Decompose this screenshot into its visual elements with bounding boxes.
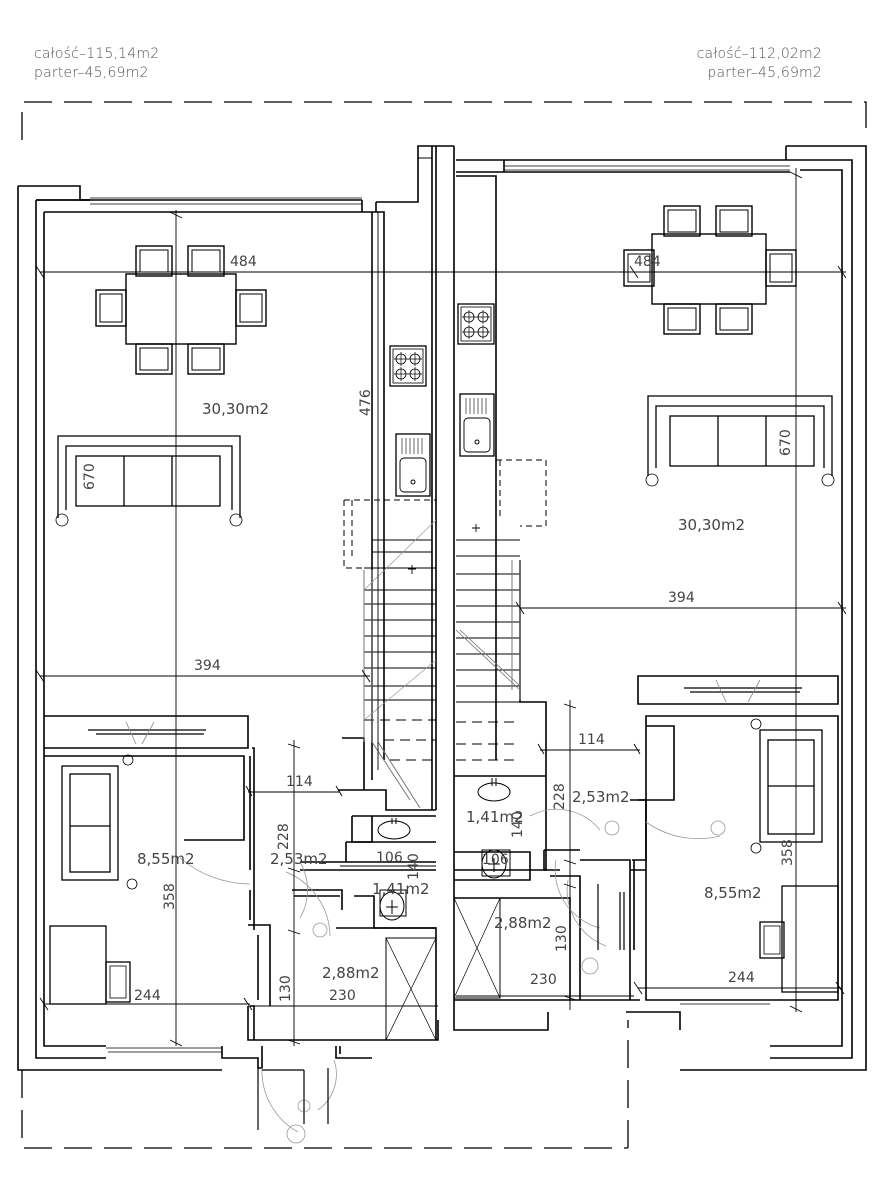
right-sink-icon — [459, 393, 495, 457]
right-total-area: całość–112,02m2 — [696, 46, 822, 62]
left-stairs — [343, 499, 437, 809]
header-right: całość–112,02m2 parter–45,69m2 — [697, 45, 822, 83]
left-dining-table — [95, 245, 267, 375]
left-dim-114: 114 — [286, 774, 313, 790]
left-sofa — [55, 435, 243, 527]
left-total-area: całość–115,14m2 — [34, 46, 160, 62]
left-labels: 30,30m2 8,55m2 2,53m2 1,41m2 2,88m2 484 … — [82, 254, 430, 1004]
left-dim-670: 670 — [82, 463, 98, 490]
left-entry-area-label: 2,88m2 — [322, 964, 380, 982]
left-sink-icon — [395, 433, 431, 497]
right-ground-area: parter–45,69m2 — [707, 65, 822, 81]
left-dim-228: 228 — [276, 823, 292, 850]
right-entry-area-label: 2,88m2 — [494, 914, 552, 932]
left-dim-394: 394 — [194, 658, 221, 674]
left-unit-walls — [17, 145, 454, 1071]
right-hob-icon — [457, 303, 495, 345]
left-living-area-label: 30,30m2 — [202, 400, 269, 418]
right-room-area-label: 8,55m2 — [704, 884, 762, 902]
right-hall-area-label: 2,53m2 — [572, 788, 630, 806]
left-wc-area-label: 1,41m2 — [372, 880, 430, 898]
right-dim-140: 140 — [510, 811, 526, 838]
left-dim-230: 230 — [329, 988, 356, 1004]
right-dim-130: 130 — [554, 925, 570, 952]
right-dim-670: 670 — [778, 429, 794, 456]
dimension-lines — [35, 168, 847, 1047]
site-boundary — [21, 101, 867, 1149]
left-wc-fixtures — [377, 818, 411, 921]
right-stairs — [455, 459, 547, 761]
right-dim-244: 244 — [728, 970, 755, 986]
right-dim-228: 228 — [552, 783, 568, 810]
left-dim-476: 476 — [358, 389, 374, 416]
right-wc-area-label: 1,41m2 — [466, 808, 524, 826]
right-sofa — [645, 395, 835, 487]
left-ground-area: parter–45,69m2 — [34, 65, 149, 81]
right-labels: 30,30m2 8,55m2 2,53m2 1,41m2 2,88m2 484 … — [466, 254, 796, 988]
right-dim-394: 394 — [668, 590, 695, 606]
right-bedroom-furniture — [684, 679, 839, 993]
left-door-leaves — [106, 1047, 329, 1130]
left-hall-area-label: 2,53m2 — [270, 850, 328, 868]
left-dim-140: 140 — [406, 853, 422, 880]
left-hob-icon — [389, 345, 427, 387]
left-dim-484: 484 — [230, 254, 257, 270]
right-dim-484: 484 — [634, 254, 661, 270]
left-dim-106: 106 — [376, 850, 403, 866]
left-dim-244: 244 — [134, 988, 161, 1004]
left-dim-130: 130 — [278, 975, 294, 1002]
left-dim-358: 358 — [162, 883, 178, 910]
right-dining-table — [623, 205, 797, 335]
right-wc-fixtures — [477, 778, 511, 879]
right-living-area-label: 30,30m2 — [678, 516, 745, 534]
right-dim-114: 114 — [578, 732, 605, 748]
right-dim-230: 230 — [530, 972, 557, 988]
right-dim-106: 106 — [482, 852, 509, 868]
header-left: całość–115,14m2 parter–45,69m2 — [34, 45, 159, 83]
right-dim-358: 358 — [780, 839, 796, 866]
left-room-area-label: 8,55m2 — [137, 850, 195, 868]
right-door-leaves — [597, 884, 625, 950]
